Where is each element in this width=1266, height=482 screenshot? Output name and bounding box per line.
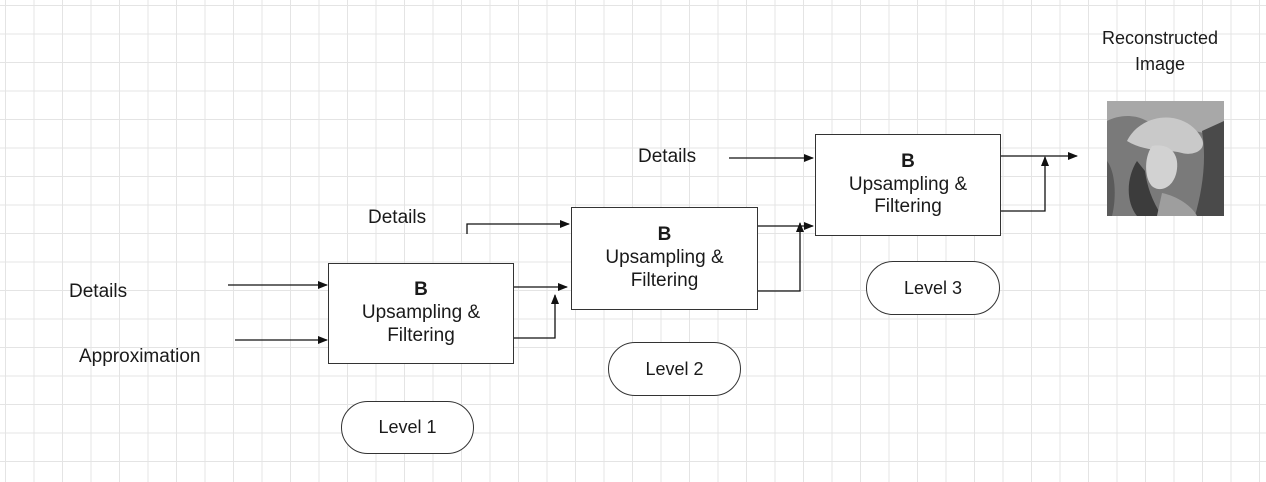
block-title-line2: Filtering: [874, 196, 942, 218]
block-title-line2: Filtering: [387, 324, 455, 346]
reconstructed-image-thumbnail: [1107, 101, 1224, 216]
details-label-level3: Details: [638, 146, 697, 167]
block-title-line1: Upsampling &: [605, 247, 724, 269]
block-title-line2: Filtering: [630, 269, 699, 291]
arrow-level2-bottom-out: [757, 222, 804, 292]
arrow-level1-bottom-out: [513, 294, 559, 339]
upsampling-block-level2: B Upsampling & Filtering: [571, 207, 758, 310]
block-title-line1: Upsampling &: [361, 302, 481, 324]
upsampling-block-level3: B Upsampling & Filtering: [815, 134, 1001, 236]
portrait-image-icon: [1107, 101, 1224, 216]
details-label-level2: Details: [368, 207, 427, 228]
arrow-level3-bottom-out: [1000, 156, 1049, 212]
details-label-level1: Details: [69, 281, 128, 302]
arrow-details-to-level2: [466, 220, 570, 234]
reconstructed-image-caption: Reconstructed Image: [1075, 25, 1245, 77]
caption-line1: Reconstructed: [1101, 28, 1219, 48]
upsampling-block-level1: B Upsampling & Filtering: [328, 263, 514, 364]
level-2-badge: Level 2: [608, 342, 741, 396]
block-symbol: B: [414, 279, 428, 301]
block-symbol: B: [657, 224, 672, 246]
block-symbol: B: [901, 150, 915, 172]
level-3-badge: Level 3: [866, 261, 1000, 315]
block-title-line1: Upsampling &: [848, 173, 968, 195]
level-1-badge: Level 1: [341, 401, 474, 454]
caption-line2: Image: [1134, 54, 1186, 75]
approximation-label: Approximation: [79, 346, 201, 367]
